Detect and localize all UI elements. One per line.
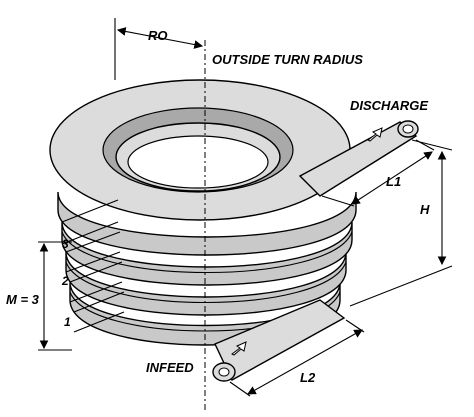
l1-dimension <box>321 139 435 207</box>
l1-label: L1 <box>386 174 401 189</box>
turn-3-label: 3 <box>62 237 69 251</box>
l2-label: L2 <box>300 370 316 385</box>
m-label: M = 3 <box>6 292 40 307</box>
h-label: H <box>420 202 430 217</box>
l2-dimension <box>229 319 365 397</box>
infeed-flow-arrow <box>231 341 247 356</box>
ro-dimension <box>114 18 204 80</box>
infeed-label: INFEED <box>146 360 194 375</box>
discharge-flow-arrow <box>367 127 383 142</box>
outside-turn-radius-label: OUTSIDE TURN RADIUS <box>212 52 363 67</box>
turn-2-label: 2 <box>61 274 69 288</box>
coil-turns <box>49 79 357 346</box>
discharge-label: DISCHARGE <box>350 98 428 113</box>
ro-label: RO <box>148 28 168 43</box>
turn-1-label: 1 <box>64 315 71 329</box>
turn-pitch-ticks <box>61 199 125 333</box>
coil-inner-hole <box>127 135 269 189</box>
